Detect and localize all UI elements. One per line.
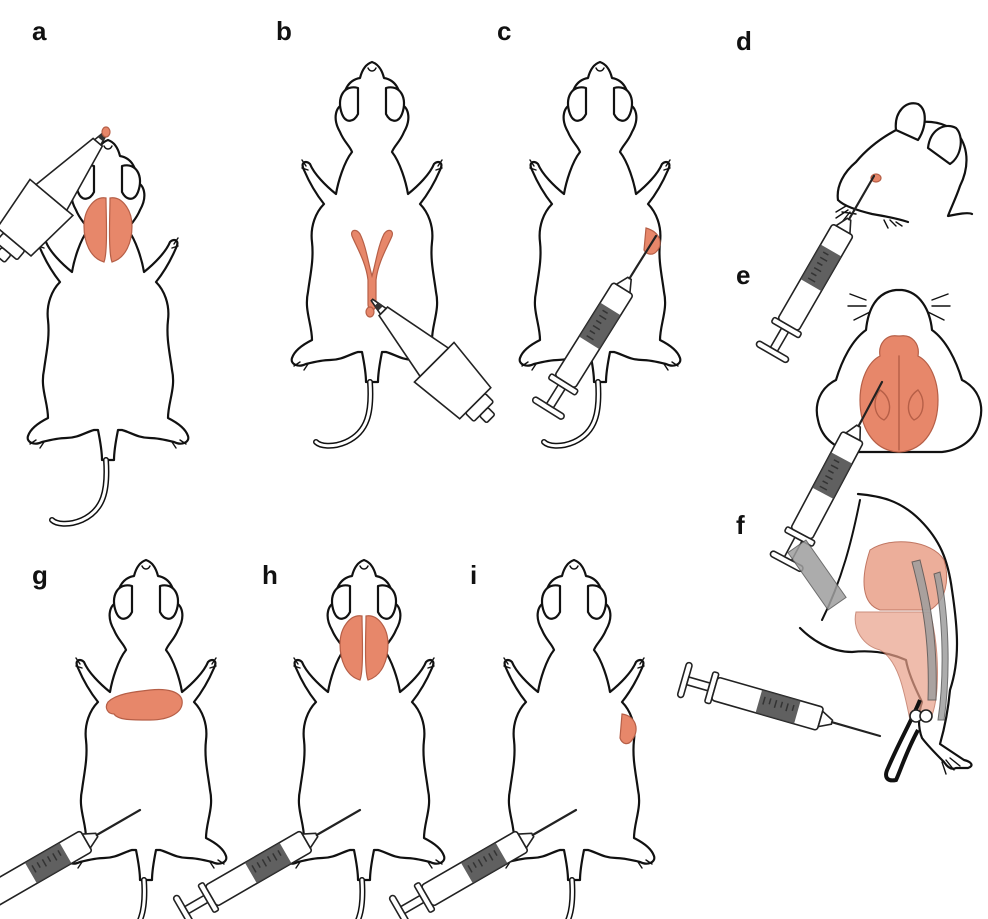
mouse-tail-b: [316, 382, 370, 446]
panel-a: [0, 112, 188, 524]
mouse-tail-i: [518, 880, 572, 919]
mouse-tail-a: [52, 460, 106, 524]
panel-h: [173, 560, 445, 919]
mouse-tail-h: [308, 880, 362, 919]
panel-i: [389, 560, 655, 919]
panel-g: [0, 560, 226, 919]
panel-f: [677, 494, 971, 780]
mouse-tail-g: [90, 880, 144, 919]
syringe-icon-f: [677, 662, 885, 753]
panel-c: [520, 62, 681, 446]
droplet-a: [102, 127, 110, 137]
panel-d: [755, 103, 972, 363]
mouse-outline-h: [284, 560, 445, 880]
panel-b: [292, 62, 511, 446]
